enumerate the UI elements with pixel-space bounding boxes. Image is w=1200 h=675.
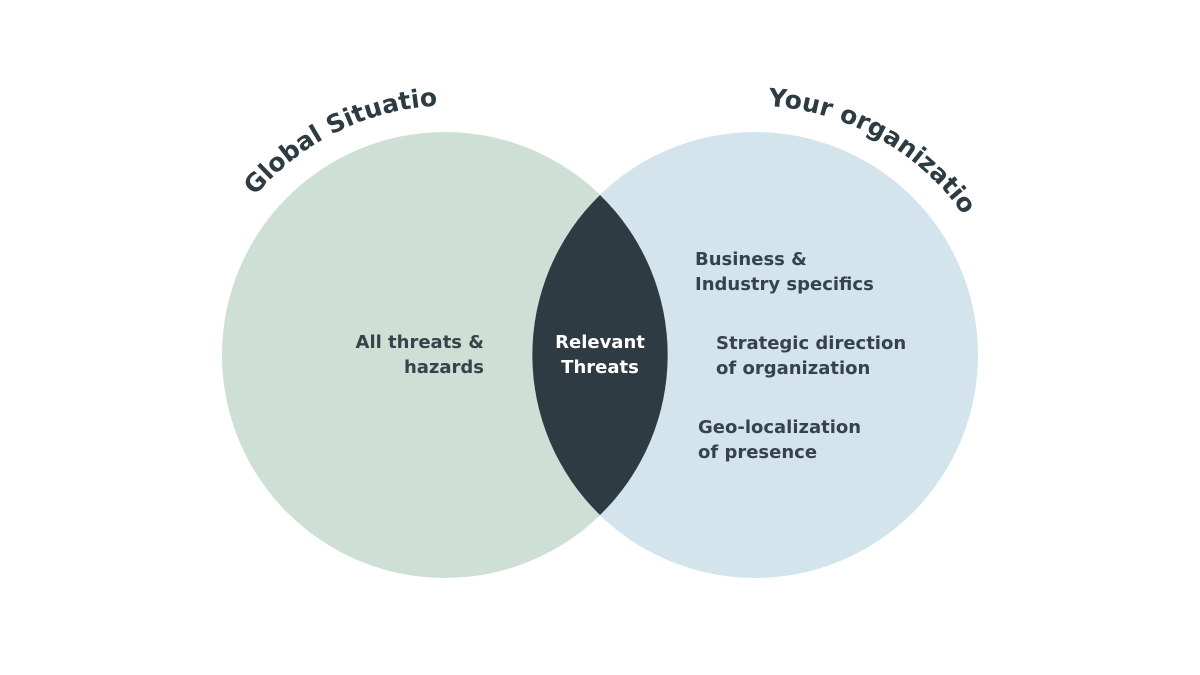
intersection-label-line: Relevant	[555, 332, 645, 353]
right-set-item-strategy: Strategic direction of organization	[716, 333, 906, 379]
right-set-item-business: Business & Industry specifics	[695, 249, 874, 295]
intersection-content: Relevant Threats	[555, 332, 645, 378]
intersection-label-line: Threats	[561, 357, 639, 378]
right-circle	[532, 132, 978, 578]
right-set-item-line: Industry specifics	[695, 274, 874, 295]
left-circle	[222, 132, 668, 578]
right-set-item-line: of organization	[716, 358, 870, 379]
right-set-item-geo: Geo-localization of presence	[698, 417, 861, 463]
left-set-label-line: All threats &	[356, 332, 484, 353]
intersection-lens	[532, 195, 668, 515]
right-set-item-line: Business &	[695, 249, 807, 270]
right-set-item-line: Strategic direction	[716, 333, 906, 354]
left-set-label-line: hazards	[404, 357, 484, 378]
left-set-content: All threats & hazards	[356, 332, 484, 378]
right-set-item-line: of presence	[698, 442, 817, 463]
right-set-item-line: Geo-localization	[698, 417, 861, 438]
